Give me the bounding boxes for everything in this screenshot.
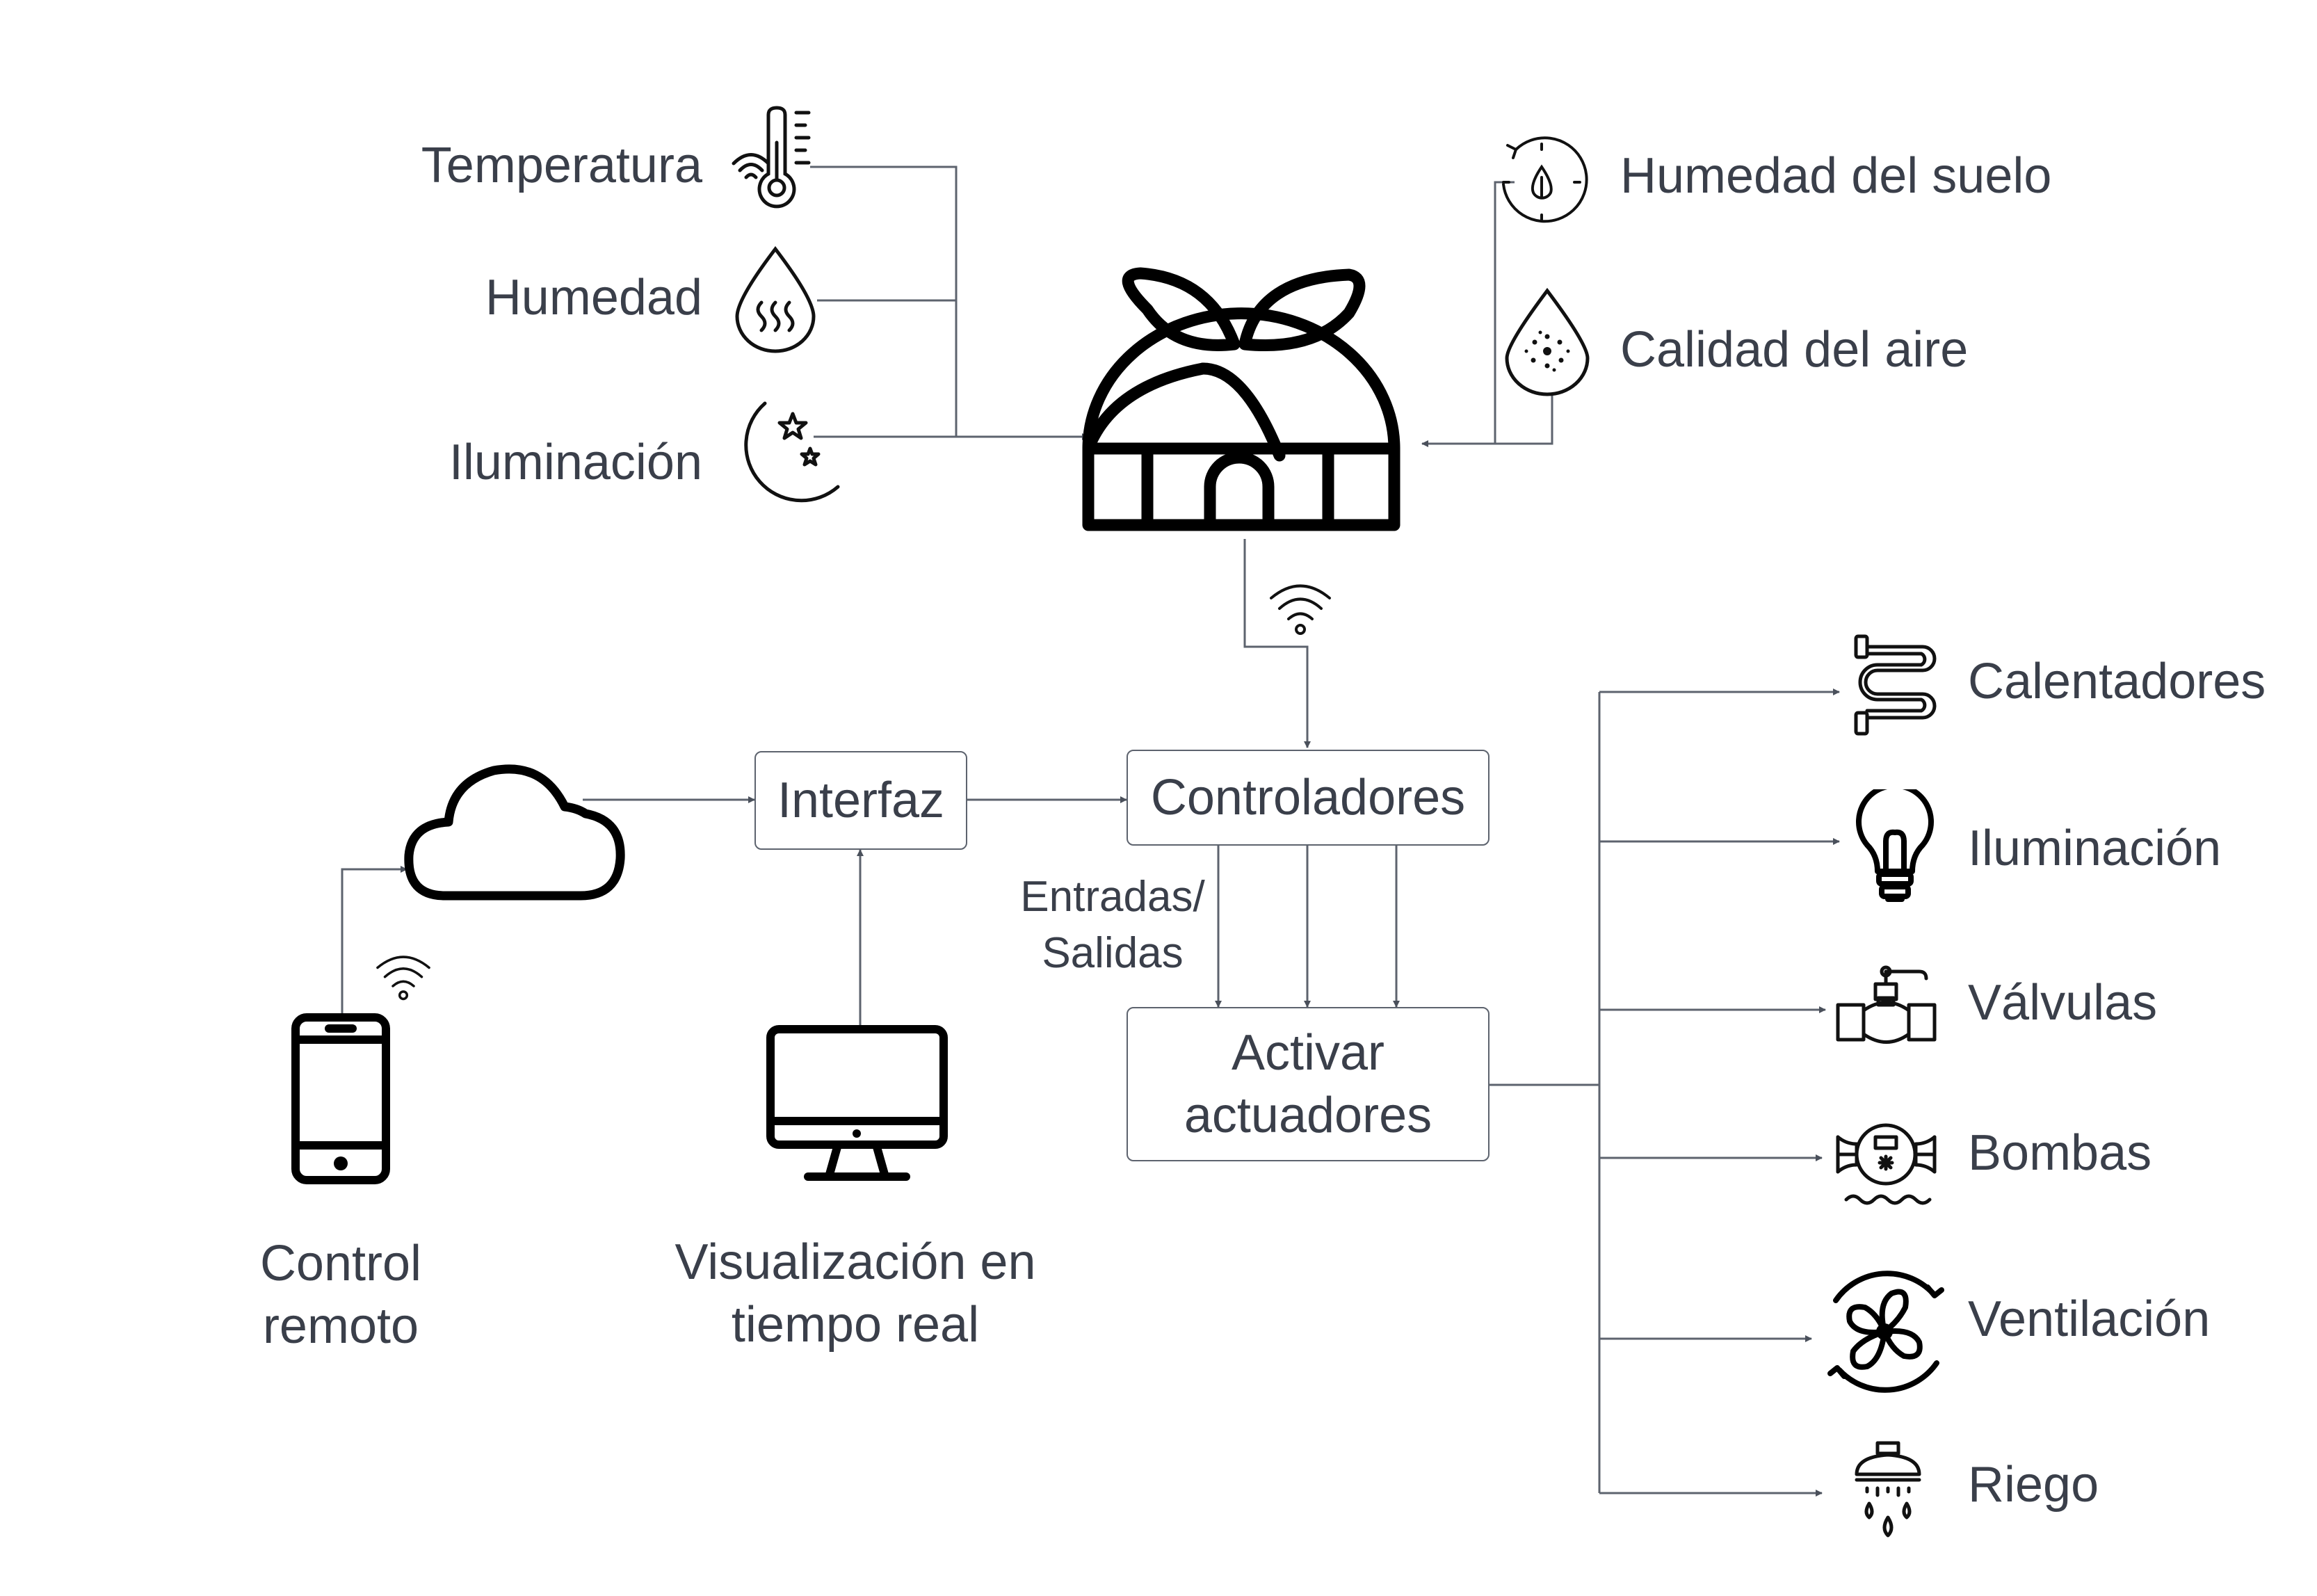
monitor-icon <box>766 1025 948 1181</box>
visual-line-1: Visualización en <box>675 1234 1036 1290</box>
label-iluminacion-act: Iluminación <box>1968 821 2222 876</box>
smartphone-icon <box>291 1013 390 1184</box>
label-calentadores: Calentadores <box>1968 654 2266 709</box>
connector-calidad-aire <box>1421 395 1553 447</box>
heater-coil-icon <box>1854 634 1937 736</box>
io-label: Entradas/ Salidas <box>987 869 1238 981</box>
thermometer-icon <box>732 106 811 209</box>
moisture-gauge-icon <box>1502 136 1588 223</box>
wifi-icon <box>1270 584 1331 635</box>
cloud-icon <box>404 764 625 901</box>
io-line-2: Salidas <box>1042 928 1184 977</box>
label-iluminacion: Iluminación <box>449 435 702 490</box>
interfaz-box: Interfaz <box>754 751 967 850</box>
label-ventilacion: Ventilación <box>1968 1291 2211 1347</box>
pump-icon <box>1836 1123 1937 1205</box>
label-valvulas: Válvulas <box>1968 975 2158 1031</box>
visual-line-2: tiempo real <box>731 1297 980 1353</box>
valve-icon <box>1836 965 1937 1044</box>
activar-actuadores-box: Activar actuadores <box>1127 1007 1490 1161</box>
label-humedad: Humedad <box>485 270 702 325</box>
label-riego: Riego <box>1968 1457 2099 1513</box>
control-remoto-label: Control remoto <box>202 1232 480 1357</box>
greenhouse-icon <box>1082 267 1400 531</box>
droplet-icon <box>735 245 816 353</box>
connector-temperatura <box>810 166 958 437</box>
activar-line-2: actuadores <box>1184 1088 1432 1143</box>
label-calidad-aire: Calidad del aire <box>1620 322 1969 378</box>
sprinkler-icon <box>1855 1441 1921 1538</box>
visualizacion-label: Visualización en tiempo real <box>626 1231 1085 1356</box>
connector-centro-controladores <box>1243 539 1311 748</box>
light-bulb-icon <box>1856 789 1934 902</box>
wifi-icon <box>376 956 430 1001</box>
activar-line-1: Activar <box>1231 1025 1385 1081</box>
control-line-2: remoto <box>262 1298 419 1354</box>
label-humedad-suelo: Humedad del suelo <box>1620 148 2052 204</box>
air-drop-icon <box>1505 287 1590 396</box>
label-bombas: Bombas <box>1968 1125 2152 1181</box>
controladores-box: Controladores <box>1127 750 1490 846</box>
moon-stars-icon <box>744 401 840 503</box>
control-line-1: Control <box>259 1236 422 1291</box>
connector-phone-cloud <box>341 866 407 1015</box>
fan-icon <box>1827 1271 1944 1393</box>
label-temperatura: Temperatura <box>421 138 702 193</box>
io-line-1: Entradas/ <box>1020 873 1205 921</box>
